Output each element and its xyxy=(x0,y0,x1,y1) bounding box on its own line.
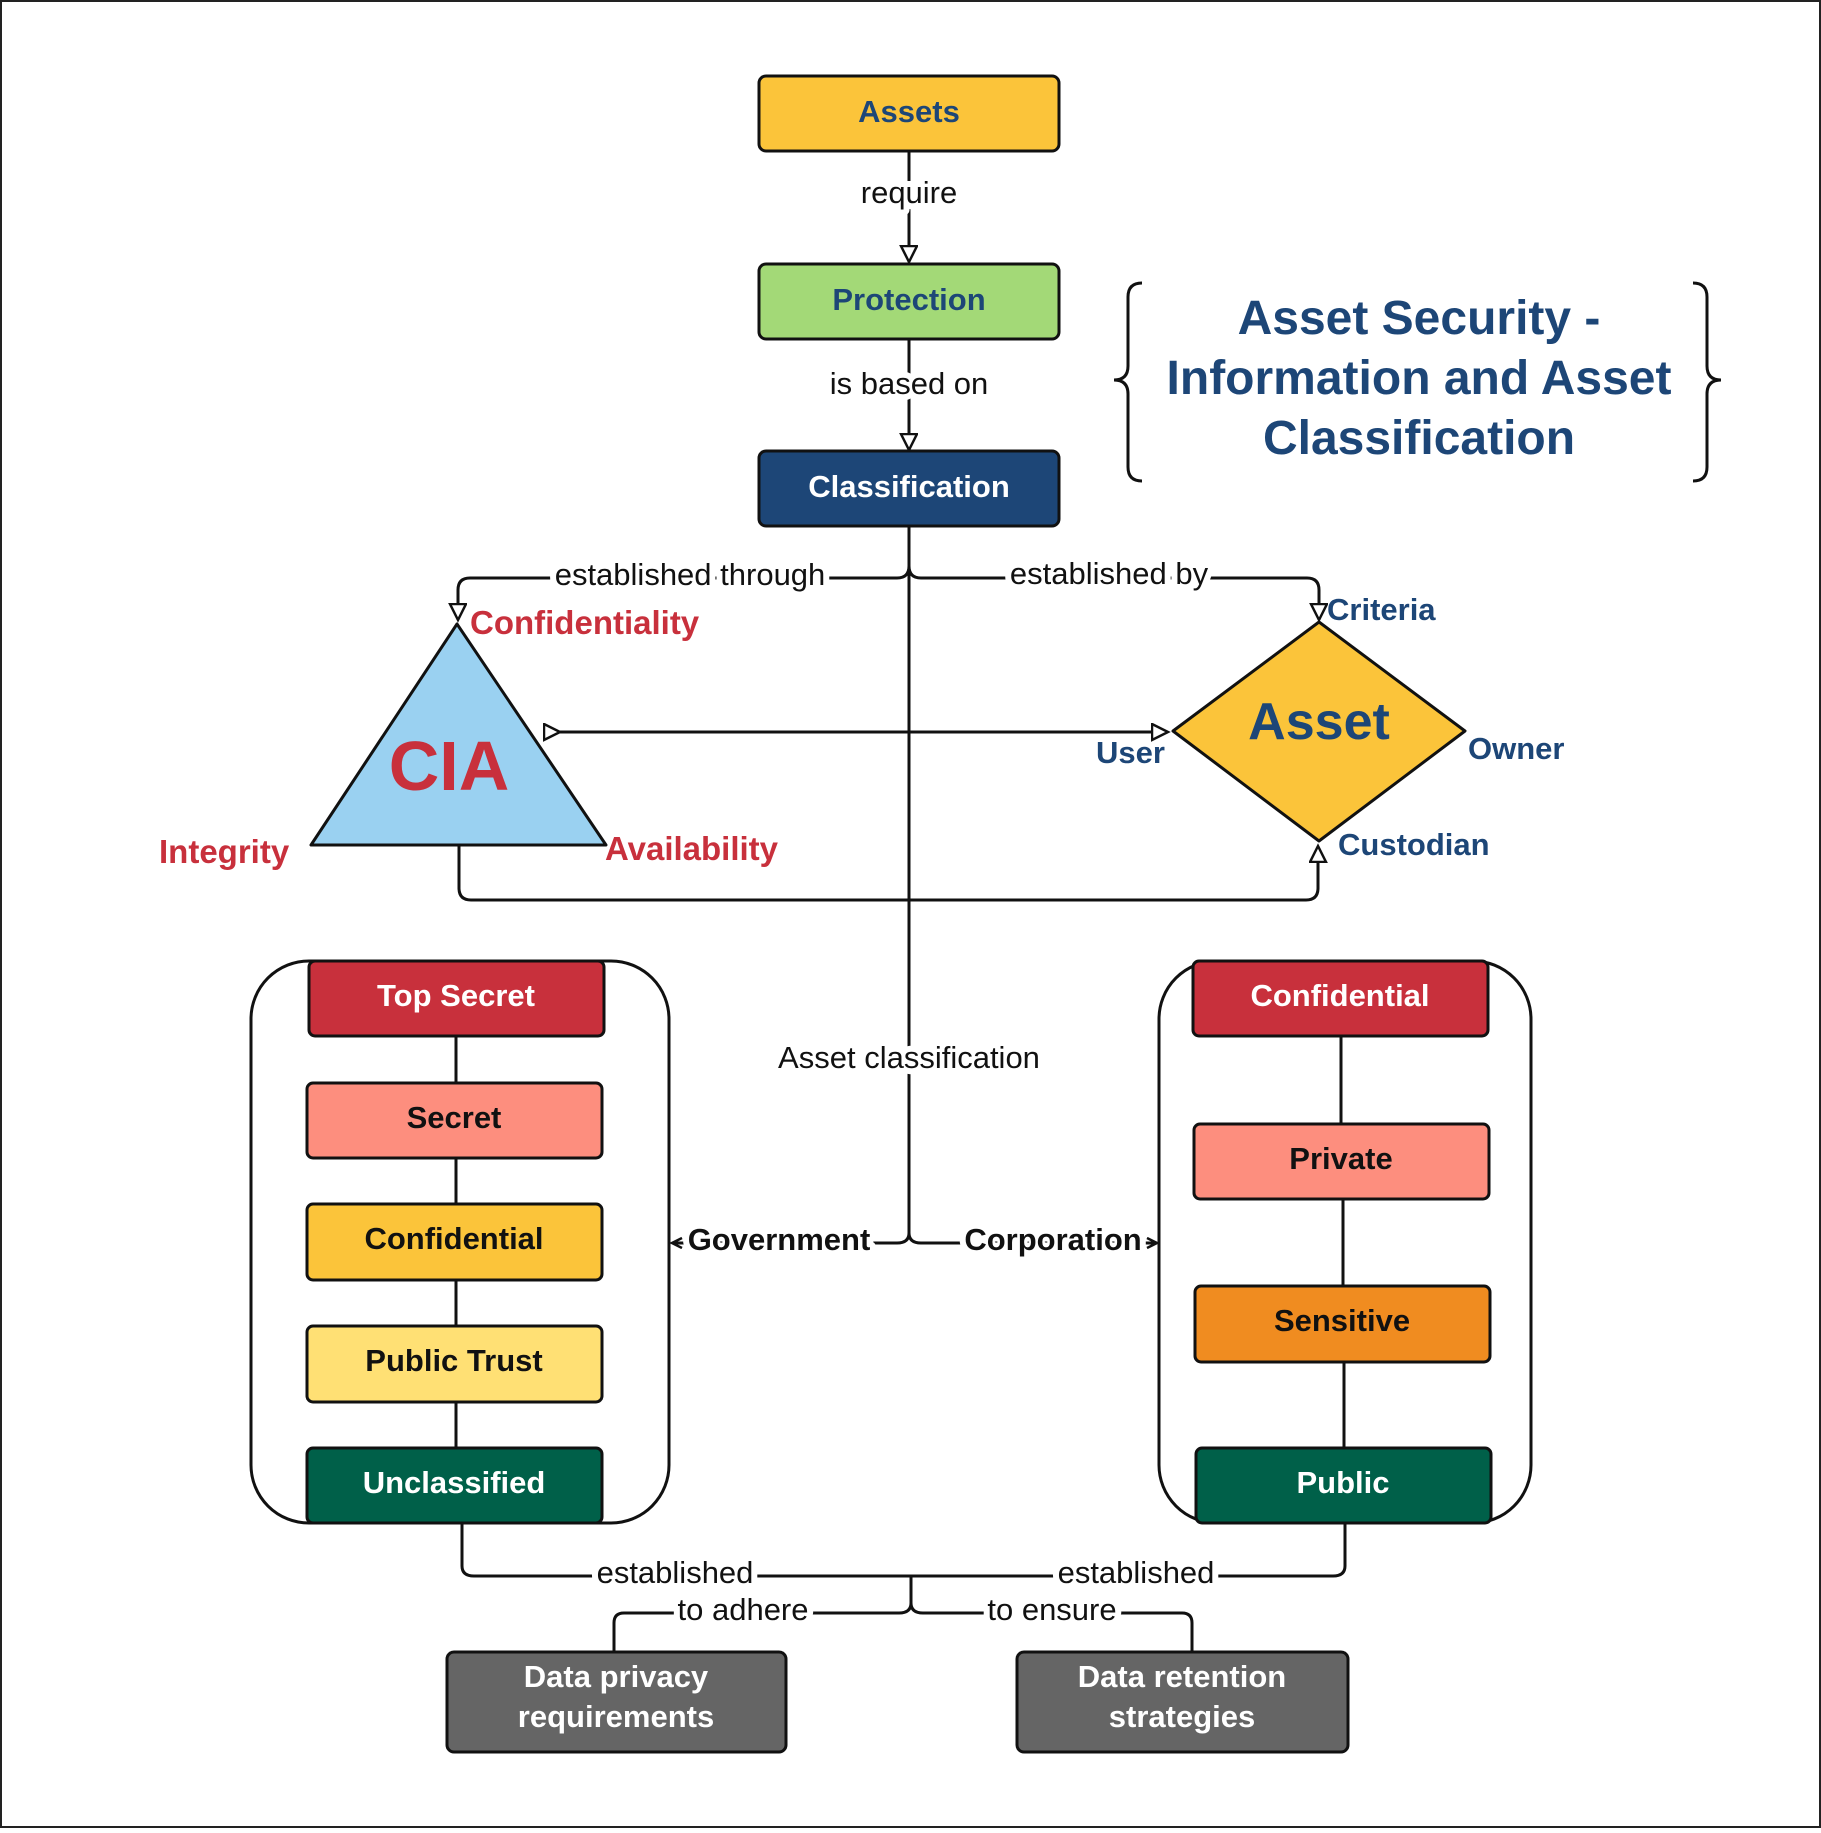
node-data-privacy-requirements: Data privacy requirements xyxy=(445,1650,788,1754)
cia-confidentiality-label: Confidentiality xyxy=(470,604,700,641)
gov-level-top-secret: Top Secret xyxy=(307,959,606,1038)
label-established-through: established through xyxy=(555,557,826,592)
node-data-retention-strategies: Data retention strategies xyxy=(1015,1650,1350,1754)
asset-custodian-label: Custodian xyxy=(1338,827,1490,862)
corp-level-sensitive: Sensitive xyxy=(1193,1284,1492,1364)
corp-level-public-label: Public xyxy=(1296,1465,1389,1500)
gov-level-unclassified: Unclassified xyxy=(305,1446,604,1525)
asset-criteria-label: Criteria xyxy=(1327,592,1436,627)
edge-established-by xyxy=(907,565,1319,620)
node-assets: Assets xyxy=(757,74,1061,153)
node-protection-label: Protection xyxy=(832,282,985,317)
corp-level-confidential-label: Confidential xyxy=(1250,978,1429,1013)
corp-level-confidential: Confidential xyxy=(1191,959,1490,1038)
edge-bottom-merge xyxy=(460,1523,1347,1578)
edge-cia-asset-loop xyxy=(459,846,1318,902)
edge-to-retention xyxy=(909,1576,1194,1652)
edge-established-through xyxy=(458,565,911,620)
corp-level-private-label: Private xyxy=(1289,1141,1392,1176)
privacy-label-line-2: requirements xyxy=(518,1699,714,1734)
title-line-1: Asset Security - xyxy=(1238,292,1601,345)
label-is-based-on: is based on xyxy=(830,366,989,401)
edge-to-corporation xyxy=(907,1232,1157,1243)
corp-level-private: Private xyxy=(1192,1122,1491,1201)
retention-label-line-1: Data retention xyxy=(1078,1659,1286,1694)
label-government: Government xyxy=(688,1222,871,1257)
corp-level-sensitive-label: Sensitive xyxy=(1274,1303,1410,1338)
gov-level-public-trust-label: Public Trust xyxy=(365,1343,542,1378)
gov-level-public-trust: Public Trust xyxy=(305,1324,604,1404)
asset-user-label: User xyxy=(1096,735,1165,770)
asset-diamond: Asset xyxy=(1171,620,1467,843)
label-require: require xyxy=(861,175,958,210)
asset-label: Asset xyxy=(1248,693,1390,751)
label-corporation: Corporation xyxy=(964,1222,1141,1257)
gov-level-confidential: Confidential xyxy=(305,1202,604,1282)
label-to-ensure: to ensure xyxy=(987,1592,1116,1627)
node-classification: Classification xyxy=(757,449,1061,528)
asset-owner-label: Owner xyxy=(1468,731,1564,766)
cia-triangle: CIA xyxy=(309,622,608,847)
label-to-adhere: to adhere xyxy=(678,1592,809,1627)
label-established-right: established xyxy=(1058,1555,1215,1590)
gov-level-secret-label: Secret xyxy=(407,1100,502,1135)
cia-availability-label: Availability xyxy=(605,830,779,867)
gov-level-secret: Secret xyxy=(305,1081,604,1160)
cia-label: CIA xyxy=(389,727,510,805)
label-established-left: established xyxy=(597,1555,754,1590)
gov-level-confidential-label: Confidential xyxy=(364,1221,543,1256)
node-protection: Protection xyxy=(757,262,1061,341)
cia-integrity-label: Integrity xyxy=(159,833,290,870)
privacy-label-line-1: Data privacy xyxy=(524,1659,709,1694)
title-line-2: Information and Asset xyxy=(1167,352,1672,405)
retention-label-line-2: strategies xyxy=(1109,1699,1255,1734)
node-assets-label: Assets xyxy=(858,94,960,129)
title-line-3: Classification xyxy=(1263,412,1575,465)
corp-level-public: Public xyxy=(1194,1446,1493,1525)
label-asset-classification: Asset classification xyxy=(778,1040,1040,1075)
label-established-by: established by xyxy=(1010,556,1209,591)
gov-level-unclassified-label: Unclassified xyxy=(363,1465,546,1500)
left-brace xyxy=(1113,281,1143,483)
gov-level-top-secret-label: Top Secret xyxy=(377,978,535,1013)
node-classification-label: Classification xyxy=(808,469,1010,504)
right-brace xyxy=(1692,281,1722,483)
